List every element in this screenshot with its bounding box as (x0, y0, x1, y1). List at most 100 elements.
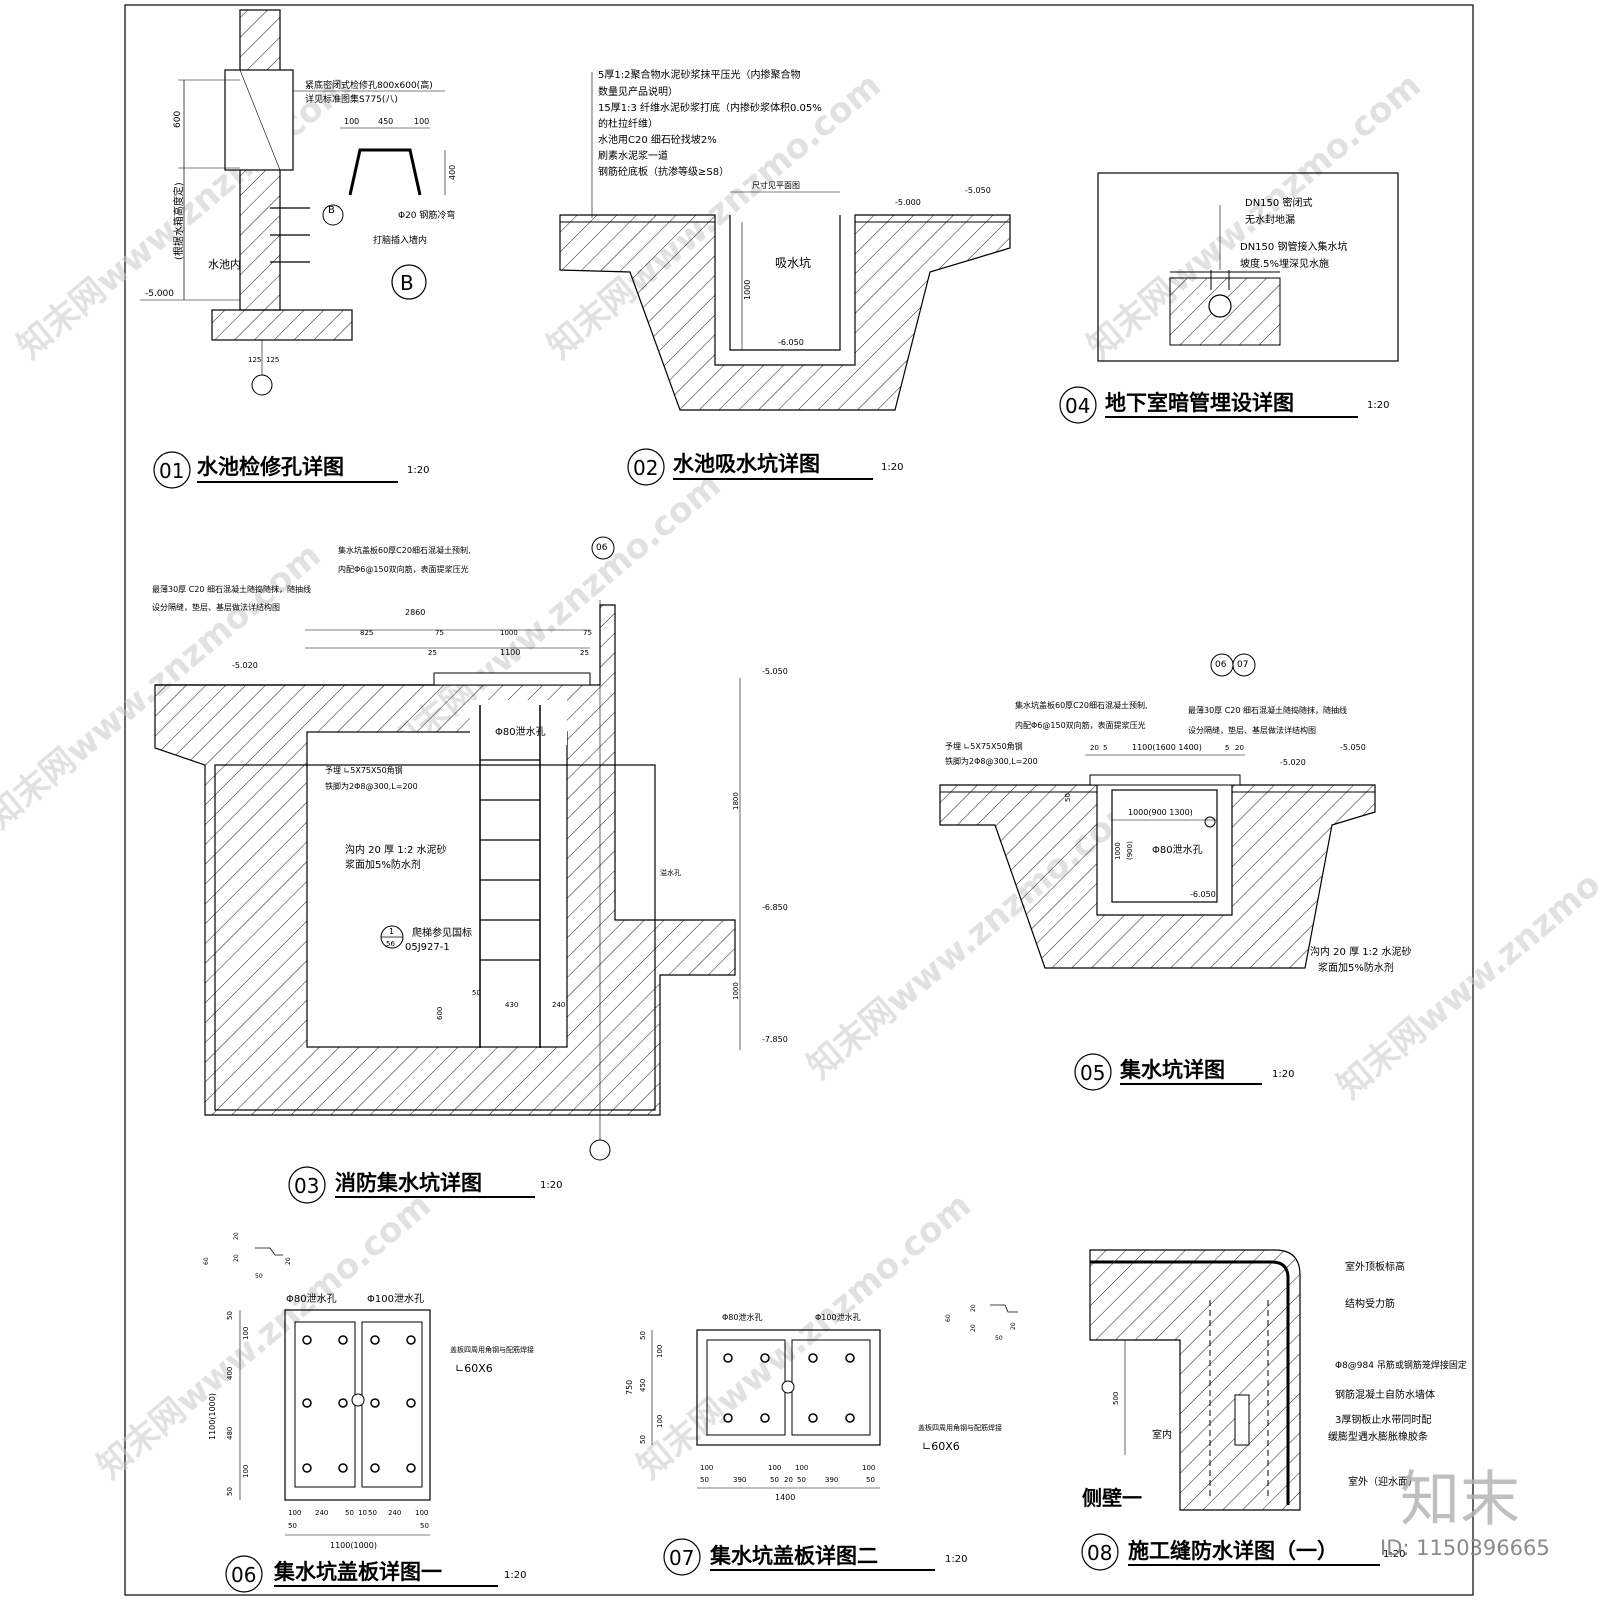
detail-06: Φ80泄水孔 Φ100泄水孔 盖板四周用角钢与配筋焊接 ∟60X6 50 100… (203, 1232, 534, 1550)
dim-75b: 75 (583, 629, 592, 637)
detail-07: Φ80泄水孔 Φ100泄水孔 盖板四周用角钢与配筋焊接 ∟60X6 50 100… (625, 1304, 1018, 1502)
title-03: 03 消防集水坑详图 1:20 (288, 1166, 562, 1204)
elev-bottom: -6.050 (778, 338, 804, 347)
title-03-scale: 1:20 (540, 1180, 562, 1191)
dim-b-430: 430 (505, 1001, 518, 1009)
title-06-text: 集水坑盖板详图一 (273, 1560, 442, 1584)
fill-note1: 最薄30厚 C20 细石混凝土随捣随抹，随抽线 (1188, 705, 1347, 715)
note4: 坡度.5%埋深见水施 (1240, 257, 1329, 270)
title-04: 04 地下室暗管埋设详图 1:20 (1059, 386, 1389, 424)
dim-v-100b: 100 (242, 1465, 250, 1478)
callout-b (391, 264, 427, 300)
watermark-site: 知末网www.znzmo.com (90, 1185, 439, 1487)
dim-v-50a: 50 (639, 1331, 647, 1340)
dim-600: 600 (173, 111, 183, 128)
dim-20b: 20 (1235, 744, 1244, 752)
hole2: Φ100泄水孔 (815, 1312, 861, 1322)
dim-825: 825 (360, 629, 373, 637)
title-06: 06 集水坑盖板详图一 1:20 (225, 1555, 526, 1593)
dim-top-2: 450 (378, 117, 393, 126)
angle-note: 盖板四周用角钢与配筋焊接 (918, 1423, 1002, 1432)
fill-note1: 最薄30厚 C20 细石混凝土随捣随抹，随抽线 (152, 584, 311, 594)
dim-v-50b: 50 (226, 1487, 234, 1496)
note-4: 水池用C20 细石砼找坡2% (598, 133, 717, 146)
dim-h-390a: 390 (733, 1476, 746, 1484)
plaster-note1: 沟内 20 厚 1:2 水泥砂 (345, 843, 447, 856)
fill-note2: 设分隔缝，垫层、基层做法详结构图 (1188, 725, 1316, 735)
title-01-number: 01 (159, 459, 184, 483)
angle-note2: 铁脚为2Φ8@300,L=200 (325, 781, 418, 791)
cover-note2: 内配Φ6@150双向筋，表面提浆压光 (338, 564, 469, 574)
dim-h2-50d: 50 (866, 1476, 875, 1484)
note-0: 5厚1:2聚合物水泥砂浆抹平压光（内掺聚合物 (598, 68, 800, 81)
dim-h-240b: 240 (388, 1509, 401, 1517)
logo-text: 知末 (1400, 1465, 1520, 1535)
angle-size: ∟60X6 (455, 1362, 493, 1375)
dim-h2-50c: 50 (797, 1476, 806, 1484)
dim-inner: 1000(900 1300) (1128, 808, 1193, 817)
dim-h-50a: 50 (345, 1509, 354, 1517)
dim-h-390b: 390 (825, 1476, 838, 1484)
dim-bottom-2: 125 (266, 356, 279, 364)
dim-h2-50b: 50 (420, 1522, 429, 1530)
title-08-scale: 1:20 (1383, 1549, 1405, 1560)
title-05: 05 集水坑详图 1:20 (1074, 1053, 1294, 1091)
note-6: 钢筋砼底板（抗渗等级≥S8） (598, 165, 729, 178)
angle-note1: 予埋 ∟5X75X50角钢 (945, 741, 1023, 751)
elev: -5.000 (145, 289, 174, 299)
note3: 钢筋混凝土自防水墙体 (1335, 1388, 1435, 1401)
dim-1100: 1100 (500, 648, 520, 657)
dim-h-240a: 240 (315, 1509, 328, 1517)
note4: 3厚钢板止水带同时配 (1335, 1413, 1431, 1426)
note-5: 刷素水泥浆一道 (598, 149, 668, 162)
dim-v2: (900) (1126, 841, 1134, 860)
elev-left: -5.020 (1280, 758, 1306, 767)
image-id: ID: 1150396665 (1380, 1536, 1550, 1560)
elev-right: -5.050 (1340, 743, 1366, 752)
dim-top-3: 100 (414, 117, 429, 126)
dim-h-100b: 100 (415, 1509, 428, 1517)
title-06-number: 06 (231, 1563, 256, 1587)
overflow-note: 溢水孔 (660, 868, 681, 877)
dim-total-v: 1100(1000) (208, 1393, 217, 1440)
elev-top2: -5.050 (965, 186, 991, 195)
size-note: 尺寸见平面图 (752, 180, 800, 190)
pit-label: 吸水坑 (775, 255, 811, 270)
plaster-note2: 浆面加5%防水剂 (1318, 961, 1394, 974)
dim-1100: 1100(1600 1400) (1132, 743, 1202, 752)
dim-h-100d: 100 (862, 1464, 875, 1472)
dim-h-10: 10 (358, 1509, 367, 1517)
angle-note: 盖板四周用角钢与配筋焊接 (450, 1345, 534, 1354)
hole2: Φ100泄水孔 (367, 1292, 424, 1305)
note1: 结构受力筋 (1345, 1297, 1395, 1310)
title-07-scale: 1:20 (945, 1554, 967, 1565)
dim-h-100c: 100 (795, 1464, 808, 1472)
sec-dim-2: 20 (233, 1254, 240, 1262)
dim-h-100a: 100 (288, 1509, 301, 1517)
title-03-text: 消防集水坑详图 (335, 1171, 482, 1195)
title-05-text: 集水坑详图 (1119, 1058, 1225, 1082)
dim-h2-50b: 50 (770, 1476, 779, 1484)
plaster-note1: 沟内 20 厚 1:2 水泥砂 (1310, 945, 1412, 958)
note5: 缓膨型遇水膨胀橡胶条 (1328, 1430, 1428, 1443)
callout-07: 07 (1237, 660, 1248, 670)
title-02-scale: 1:20 (881, 462, 903, 473)
callout: 06 (596, 543, 608, 553)
title-01-text: 水池检修孔详图 (197, 455, 344, 479)
dim-5a: 5 (1103, 744, 1107, 752)
dim-v-100b: 100 (656, 1415, 664, 1428)
dim-20a: 20 (1090, 744, 1099, 752)
dim-v-50b: 50 (639, 1435, 647, 1444)
dim-400: 400 (448, 165, 457, 180)
title-04-scale: 1:20 (1367, 400, 1389, 411)
title-01: 01 水池检修孔详图 1:20 (153, 451, 429, 489)
detail-04: DN150 密闭式 无水封地漏 DN150 钢管接入集水坑 坡度.5%埋深见水施 (1097, 172, 1399, 362)
title-07: 07 集水坑盖板详图二 1:20 (663, 1538, 967, 1576)
sec-dim-1: 20 (233, 1232, 240, 1240)
note1: 紧底密闭式检修孔800x600(高) (305, 79, 433, 91)
ladder-note: 爬梯参见国标 (412, 926, 472, 939)
title-04-text: 地下室暗管埋设详图 (1105, 391, 1294, 415)
angle-note1: 予埋 ∟5X75X50角钢 (325, 765, 403, 775)
dim-5b: 5 (1225, 744, 1229, 752)
note-outside: 室外（迎水面） (1348, 1475, 1418, 1488)
